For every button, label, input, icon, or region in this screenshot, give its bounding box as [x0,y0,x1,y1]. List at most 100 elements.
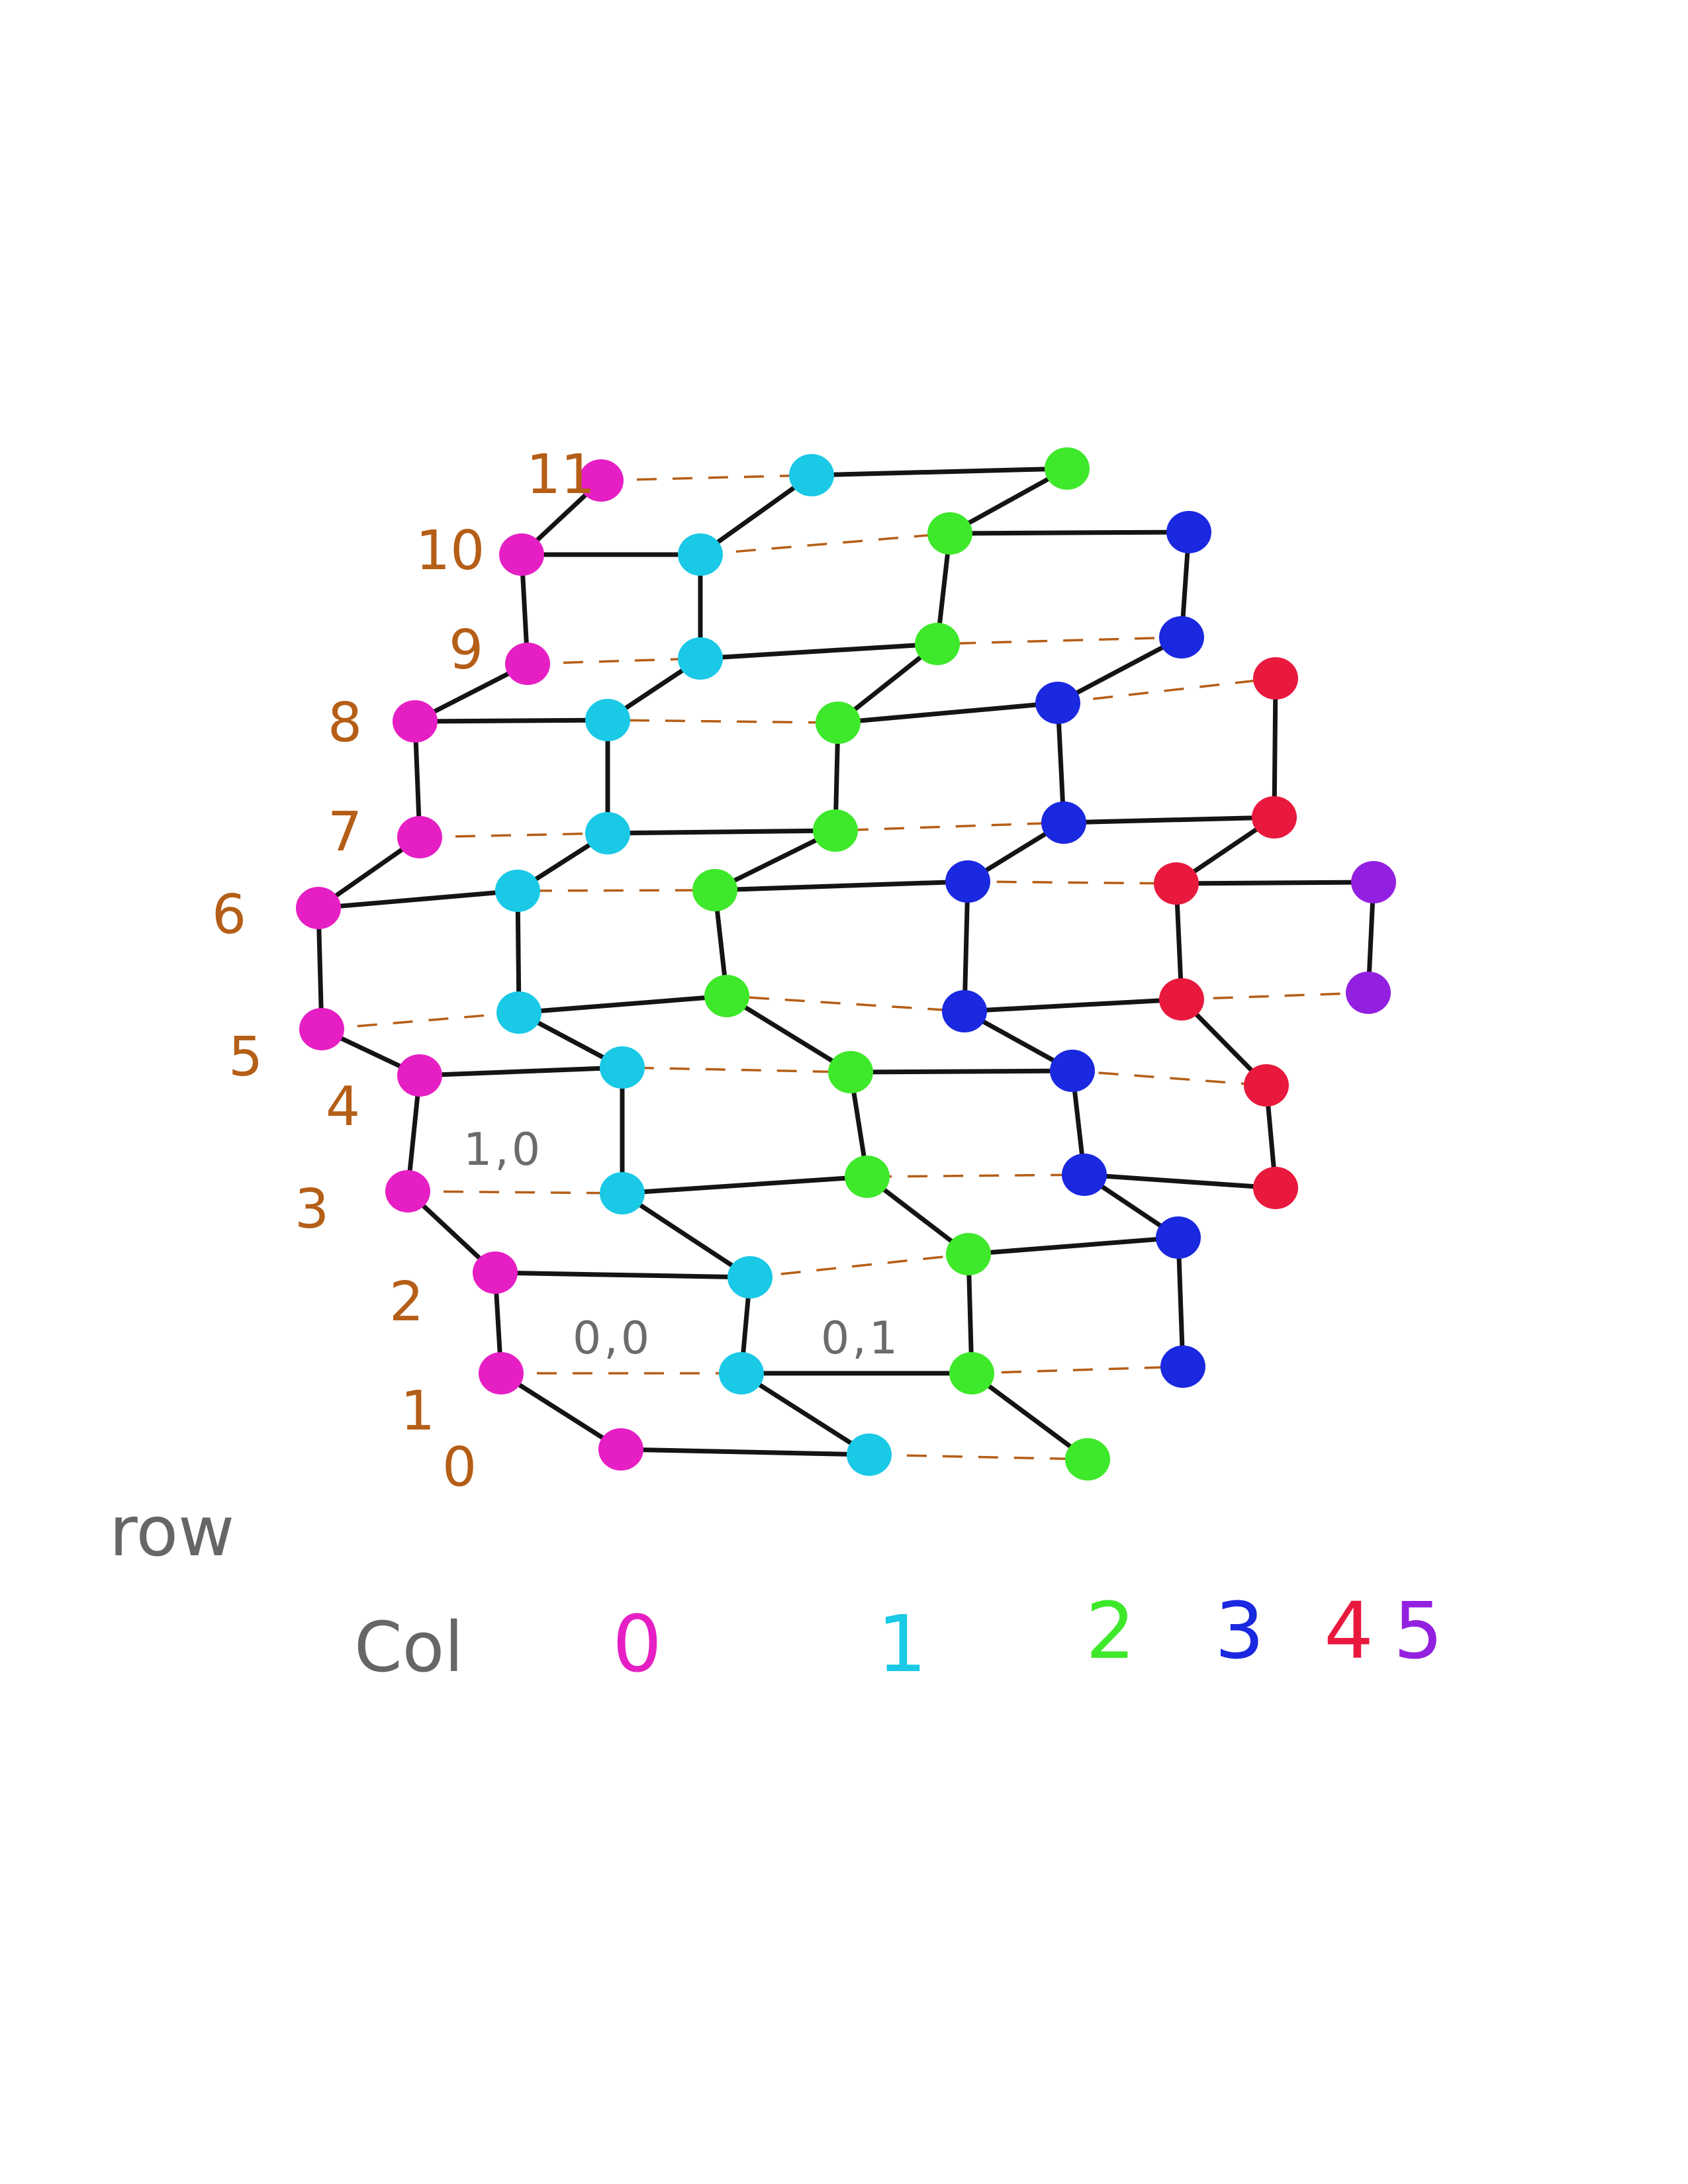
row-label-2: 2 [389,1271,424,1334]
vertex-row9-col3 [1159,616,1204,659]
row-label-6: 6 [212,884,246,946]
vertex-row6-col4 [1154,862,1199,905]
edge-2-0-to-2-1 [969,1371,1090,1462]
edge-2-6-to-3-6 [712,879,970,893]
vertex-row4-col1 [600,1046,645,1089]
cell-label-0-0: 0,0 [573,1312,652,1365]
vertex-row9-col1 [678,637,723,680]
col-label-2: 2 [1086,1585,1135,1676]
edge-2-10-to-3-10 [947,529,1192,536]
edge-2-10-to-2-11 [947,466,1070,536]
row-guide-1 [501,1365,1184,1375]
edge-1-5-to-2-5 [516,993,729,1015]
edge-3-1-to-3-2 [1176,1235,1186,1369]
vertex-row0-col1 [847,1433,892,1476]
vertex-row10-col3 [1166,511,1211,553]
vertex-row11-col1 [789,454,834,496]
row-guide-3 [407,1173,1276,1195]
vertex-row6-col1 [495,870,540,912]
vertex-row10-col2 [927,512,972,555]
vertex-row3-col3 [1062,1154,1107,1196]
row-label-9: 9 [449,619,483,682]
vertex-row2-col1 [727,1256,773,1298]
col-label-5: 5 [1393,1585,1443,1676]
vertex-row2-col3 [1156,1216,1201,1259]
edge-4-6-to-5-6 [1174,880,1376,886]
row-label-4: 4 [326,1075,360,1138]
cell-label-1-0: 1,0 [463,1124,543,1176]
edge-1-3-to-2-3 [620,1174,870,1196]
vertex-row2-col0 [473,1251,518,1294]
vertex-row11-col2 [1045,447,1090,490]
row-guide-10 [522,531,1190,556]
row-label-1: 1 [400,1380,435,1443]
vertex-row7-col3 [1041,801,1086,844]
cell-labels: 1,0 0,0 0,1 [463,1124,900,1365]
row-label-8: 8 [328,692,362,754]
col-label-1: 1 [877,1598,927,1690]
row-guide-8 [414,677,1276,724]
col-label-3: 3 [1215,1585,1264,1676]
vertex-row6-col2 [692,869,737,911]
vertex-row5-col3 [942,990,987,1032]
vertex-row8-col0 [393,700,438,743]
hex-edges [316,466,1376,1462]
edge-1-11-to-2-11 [809,466,1070,478]
vertex-row7-col0 [397,816,442,858]
cell-label-0-1: 0,1 [821,1312,900,1365]
edge-1-2-to-1-3 [620,1191,753,1280]
col-label-0: 0 [612,1598,662,1690]
vertex-row1-col1 [719,1352,764,1394]
edge-1-10-to-1-11 [698,473,814,557]
vertex-row3-col1 [600,1172,645,1214]
vertex-row3-col0 [385,1170,430,1212]
vertex-row2-col2 [946,1233,991,1275]
vertex-row6-col0 [296,887,341,929]
vertex-row5-col5 [1346,972,1391,1014]
vertex-row5-col2 [704,975,749,1017]
edge-0-6-to-1-6 [316,888,520,911]
edge-0-8-to-1-8 [412,717,610,724]
edge-2-4-to-3-4 [848,1068,1075,1075]
edge-3-7-to-4-7 [1061,815,1277,825]
vertex-row7-col2 [813,809,858,852]
column-legend: 0 1 2 3 4 5 [612,1585,1443,1690]
vertex-row8-col4 [1253,657,1298,700]
col-axis-label: Col [354,1607,463,1688]
col-label-4: 4 [1324,1585,1374,1676]
edge-0-0-to-1-0 [618,1447,872,1457]
vertex-row8-col2 [816,702,861,744]
vertex-row5-col0 [299,1008,344,1050]
edge-3-5-to-4-5 [962,997,1184,1014]
row-label-10: 10 [416,520,485,582]
vertex-row4-col0 [397,1054,442,1097]
edge-2-8-to-3-8 [835,700,1060,725]
row-label-11: 11 [526,443,595,506]
edge-3-8-to-3-9 [1055,635,1184,705]
row-label-7: 7 [328,801,362,864]
edge-1-0-to-1-1 [739,1371,872,1457]
vertex-row5-col4 [1159,978,1204,1021]
row-guide-lines [318,467,1374,1461]
edge-0-2-to-1-2 [492,1270,753,1280]
edge-1-9-to-2-9 [698,641,940,661]
vertex-nodes [296,447,1396,1480]
vertex-row1-col2 [949,1352,994,1394]
edge-3-3-to-4-3 [1082,1172,1278,1191]
vertex-row3-col2 [845,1156,890,1198]
vertex-row4-col2 [828,1051,873,1093]
edge-2-2-to-3-2 [966,1235,1181,1257]
vertex-row4-col4 [1244,1064,1289,1107]
vertex-row6-col3 [945,860,990,903]
edge-2-6-to-2-7 [712,828,838,893]
edge-2-4-to-2-5 [724,993,853,1075]
row-label-5: 5 [228,1026,263,1089]
row-guide-7 [419,816,1275,839]
vertex-row7-col4 [1252,796,1297,839]
vertex-row11-col0 [579,459,624,502]
row-axis-label: row [109,1491,234,1572]
vertex-row4-col3 [1050,1050,1095,1092]
edge-0-4-to-1-4 [417,1065,625,1078]
vertex-row0-col2 [1065,1438,1110,1480]
